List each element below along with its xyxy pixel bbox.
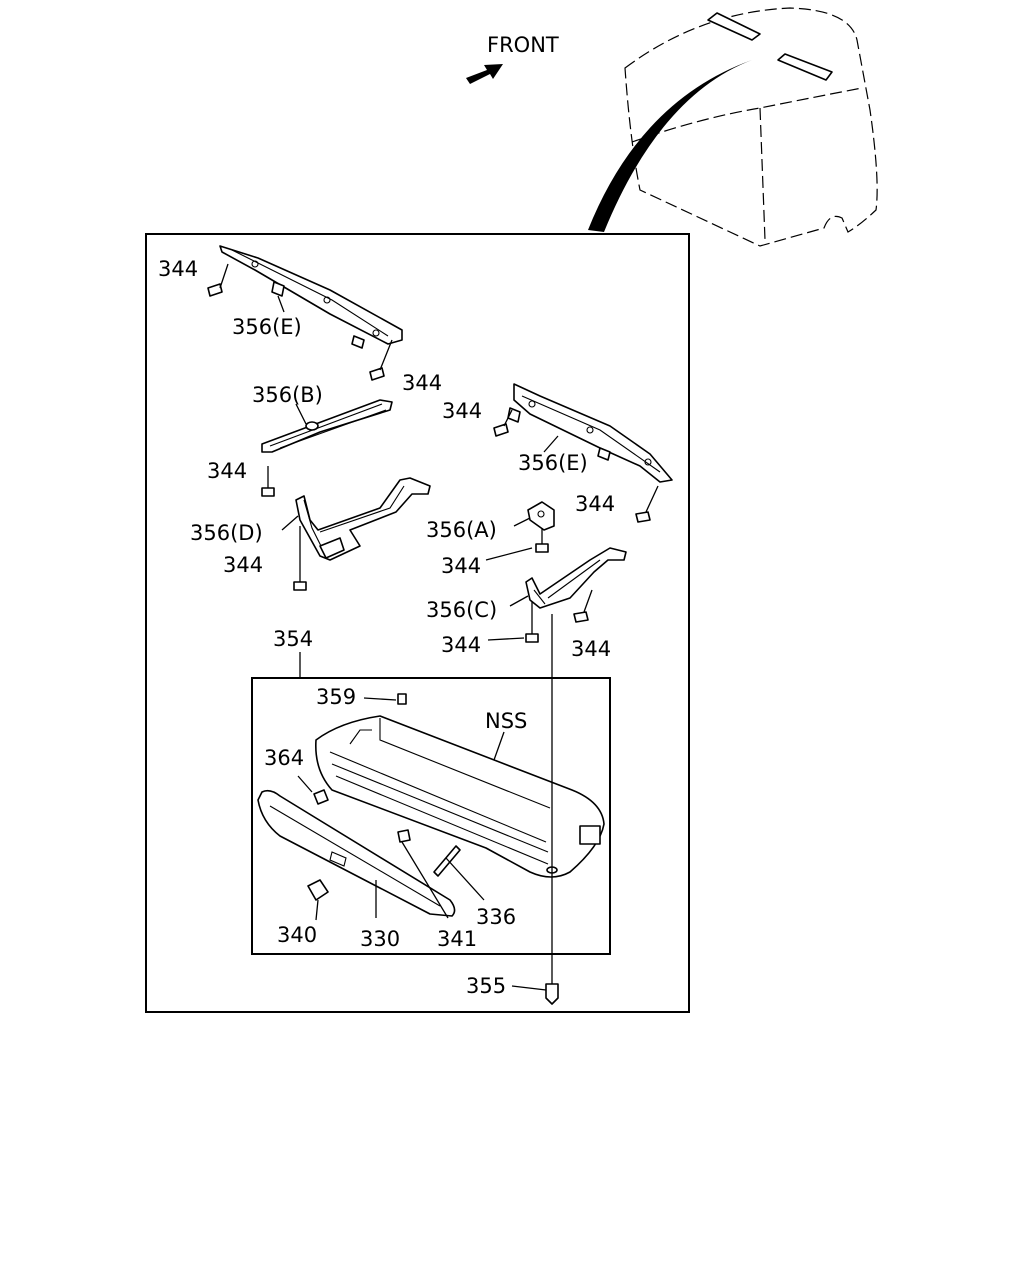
callout-341: 341 [437,927,477,951]
callout-344: 344 [158,257,198,281]
bracket-356e-right [507,383,673,483]
detail-frame [145,233,690,1013]
front-label: FRONT [487,33,559,57]
callout-356e: 356(E) [518,451,588,475]
callout-356e: 356(E) [232,315,302,339]
callout-336: 336 [476,905,516,929]
callout-356c: 356(C) [426,598,497,622]
bracket-356c [525,547,627,609]
callout-354: 354 [273,627,313,651]
callout-356b: 356(B) [252,383,323,407]
screw-icon [207,263,659,643]
clip-icon [313,789,329,805]
bracket-356e-left [219,245,403,349]
callout-330: 330 [360,927,400,951]
bracket-356a [527,501,555,531]
leader-lines [277,295,559,991]
callout-344: 344 [441,633,481,657]
callout-344: 344 [442,399,482,423]
glove-box-lid [257,789,456,917]
callout-344: 344 [402,371,442,395]
bracket-356b [261,399,393,453]
callout-344: 344 [575,492,615,516]
latch-icon [307,879,329,901]
bulb-icon [397,693,407,705]
callout-359: 359 [316,685,356,709]
front-arrow-icon [466,64,503,84]
inner-frame [251,677,611,955]
callout-344: 344 [571,637,611,661]
cab-overview [588,7,878,247]
callout-344: 344 [223,553,263,577]
pin-icon [397,829,411,843]
callout-356d: 356(D) [190,521,263,545]
callout-364: 364 [264,746,304,770]
damper-icon [433,845,461,877]
bracket-356d [295,477,431,561]
callout-356a: 356(A) [426,518,497,542]
callout-340: 340 [277,923,317,947]
screw-355-icon [545,983,559,1005]
callout-nss: NSS [485,709,527,733]
callout-355: 355 [466,974,506,998]
callout-344: 344 [207,459,247,483]
glove-box-housing [315,715,605,878]
callout-344: 344 [441,554,481,578]
